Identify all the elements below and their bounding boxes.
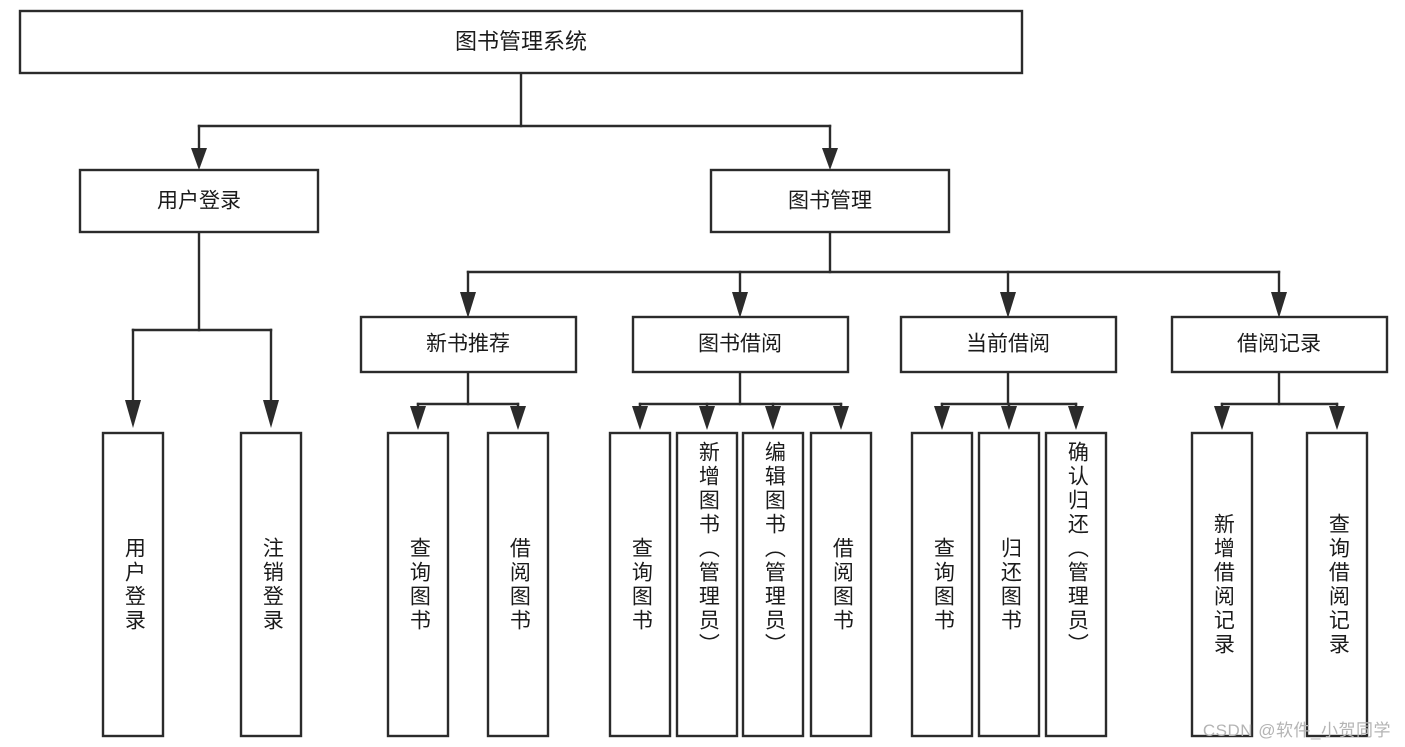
connector-group-root — [191, 72, 838, 170]
connector-group-user-login — [125, 230, 279, 428]
connector-group-current-borrow — [934, 370, 1084, 430]
connector-group-book-mgmt — [460, 230, 1287, 318]
node-book-borrow-label: 图书借阅 — [698, 333, 782, 356]
connector-group-book-borrow — [632, 370, 849, 430]
node-current-borrow-box[interactable] — [899, 315, 1118, 374]
node-borrow-record-label: 借阅记录 — [1237, 333, 1321, 356]
watermark-text: CSDN @软件_小贺同学 — [1202, 721, 1391, 740]
node-borrow-record-box[interactable] — [1170, 315, 1389, 374]
leaf-box-query-record[interactable] — [1305, 431, 1369, 738]
leaf-box-logout[interactable] — [239, 431, 303, 738]
arrow-head-borrow-book-a — [510, 406, 526, 430]
arrow-head-book-borrow — [732, 292, 748, 318]
leaf-box-borrow-book-b[interactable] — [809, 431, 873, 738]
arrow-head-leaf-user-login — [125, 400, 141, 428]
arrow-head-query-book-c — [934, 406, 950, 430]
leaf-box-query-book-c[interactable] — [910, 431, 974, 738]
leaf-box-edit-book[interactable] — [741, 431, 805, 738]
node-root-label: 图书管理系统 — [455, 29, 587, 54]
arrow-head-query-book-a — [410, 406, 426, 430]
arrow-head-add-book — [699, 406, 715, 430]
arrow-head-borrow-book-b — [833, 406, 849, 430]
arrow-head-query-book-b — [632, 406, 648, 430]
arrow-head-query-record — [1329, 406, 1345, 430]
node-book-mgmt-label: 图书管理 — [788, 190, 872, 213]
arrow-head-return-book — [1001, 406, 1017, 430]
leaf-box-return-book[interactable] — [977, 431, 1041, 738]
node-book-borrow-box[interactable] — [631, 315, 850, 374]
leaf-box-confirm-return[interactable] — [1044, 431, 1108, 738]
arrow-head-edit-book — [765, 406, 781, 430]
node-book-mgmt-box[interactable] — [709, 168, 951, 234]
leaf-box-borrow-book-a[interactable] — [486, 431, 550, 738]
node-new-book-label: 新书推荐 — [426, 333, 510, 356]
connector-group-borrow-record — [1214, 370, 1345, 430]
arrow-head-book-mgmt — [822, 148, 838, 170]
node-current-borrow-label: 当前借阅 — [966, 333, 1050, 356]
node-new-book-box[interactable] — [359, 315, 578, 374]
node-user-login-box[interactable] — [78, 168, 320, 234]
arrow-head-borrow-record — [1271, 292, 1287, 318]
leaf-box-query-book-a[interactable] — [386, 431, 450, 738]
node-root-box[interactable] — [18, 9, 1024, 75]
leaf-box-user-login[interactable] — [101, 431, 165, 738]
connector-group-new-book — [410, 370, 526, 430]
arrow-head-new-book — [460, 292, 476, 318]
arrow-head-leaf-logout — [263, 400, 279, 428]
node-user-login-label: 用户登录 — [157, 190, 241, 213]
leaf-box-add-record[interactable] — [1190, 431, 1254, 738]
leaf-box-query-book-b[interactable] — [608, 431, 672, 738]
leaf-box-add-book[interactable] — [675, 431, 739, 738]
arrow-head-confirm-return — [1068, 406, 1084, 430]
arrow-head-user-login — [191, 148, 207, 170]
arrow-head-current-borrow — [1000, 292, 1016, 318]
arrow-head-add-record — [1214, 406, 1230, 430]
